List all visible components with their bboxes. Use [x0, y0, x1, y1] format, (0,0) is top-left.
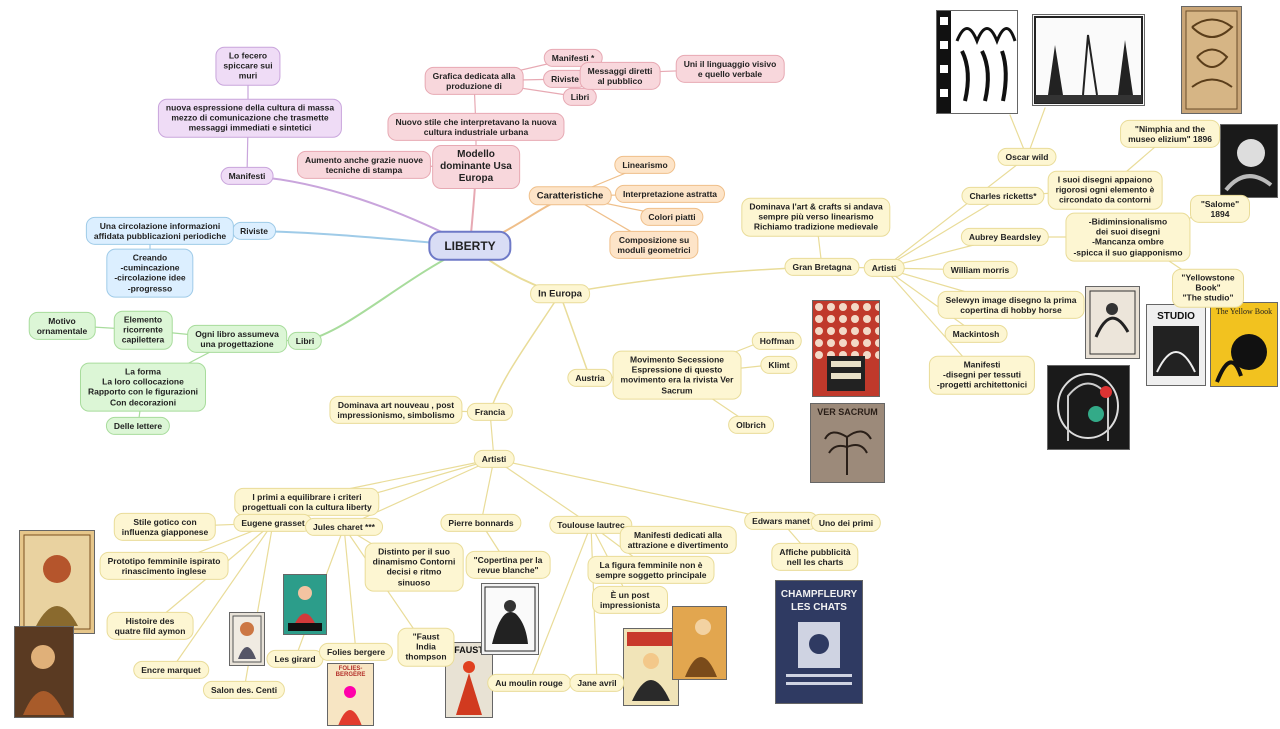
root-node[interactable]: LIBERTY	[428, 230, 512, 262]
lautrec-avril[interactable]: Jane avril	[569, 673, 625, 693]
austria-olbrich[interactable]: Olbrich	[728, 415, 774, 435]
modello-grafica[interactable]: Grafica dedicata alla produzione di	[424, 66, 524, 96]
gran-bretagna-desc[interactable]: Dominava l'art & crafts si andava sempre…	[741, 197, 891, 237]
yellow-book-title: The Yellow Book	[1215, 307, 1273, 316]
lautrec-dedicati[interactable]: Manifesti dedicati alla attrazione e div…	[619, 525, 737, 555]
gb-beardsley[interactable]: Aubrey Beardsley	[960, 227, 1050, 247]
lautrec-post[interactable]: È un post impressionista	[592, 585, 668, 615]
les-chats-poster: CHAMPFLEURY LES CHATS	[775, 580, 863, 704]
manifesti-node[interactable]: Manifesti	[220, 166, 274, 186]
folies-title: FOLIES-BERGÈRE	[335, 666, 366, 678]
revue-blanche-poster	[481, 583, 539, 655]
francia-artisti-node[interactable]: Artisti	[473, 449, 515, 469]
francia-bonnards[interactable]: Pierre bonnards	[440, 513, 522, 533]
gb-beardsley-desc[interactable]: -Bidiminsionalismo dei suoi disegni -Man…	[1065, 212, 1191, 262]
gb-nimphia[interactable]: "Nimphia and the museo elizium" 1896	[1120, 119, 1220, 149]
francia-manet[interactable]: Edwars manet	[744, 511, 818, 531]
hoffman-artwork	[812, 300, 880, 397]
modello-messaggi[interactable]: Messaggi diretti al pubblico	[579, 61, 661, 91]
manifesti-desc[interactable]: nuova espressione della cultura di massa…	[157, 98, 343, 138]
austria-klimt[interactable]: Klimt	[760, 355, 798, 375]
libri-motivo[interactable]: Motivo ornamentale	[28, 311, 96, 341]
francia-charet[interactable]: Jules charet ***	[305, 517, 383, 537]
gb-artisti-node[interactable]: Artisti	[863, 258, 905, 278]
modello-node[interactable]: Modello dominante Usa Europa	[432, 145, 520, 189]
francia-lautrec[interactable]: Toulouse lautrec	[549, 515, 633, 535]
charet-distinto[interactable]: Distinto per il suo dinamismo Contorni d…	[364, 542, 464, 592]
libri-elemento[interactable]: Elemento ricorrente capilettera	[113, 310, 173, 350]
gb-yellowstone[interactable]: "Yellowstone Book" "The studio"	[1172, 268, 1244, 308]
modello-nuovo-stile[interactable]: Nuovo stile che interpretavano la nuova …	[387, 112, 565, 142]
caratteristiche-colori[interactable]: Colori piatti	[640, 207, 704, 227]
faust-title: FAUST	[454, 645, 484, 655]
lautrec-moulin[interactable]: Au moulin rouge	[487, 673, 571, 693]
beardsley-peacock-artwork	[936, 10, 1018, 114]
manet-affiche[interactable]: Affiche pubblicità nell les charts	[771, 542, 859, 572]
the-studio-cover: STUDIO	[1146, 304, 1206, 386]
charet-faust[interactable]: "Faust India thompson	[397, 627, 455, 667]
gb-ricketts[interactable]: Charles ricketts*	[961, 186, 1045, 206]
studio-title: STUDIO	[1157, 311, 1195, 322]
manet-uno[interactable]: Uno dei primi	[810, 513, 882, 533]
bonnards-copertina[interactable]: "Copertina per la revue blanche"	[465, 550, 551, 580]
girard-poster	[229, 612, 265, 666]
grasset-poster-2	[14, 626, 74, 718]
francia-primi[interactable]: I primi a equilibrare i criteri progettu…	[234, 487, 380, 517]
francia-desc[interactable]: Dominava art nouveau , post impressionis…	[329, 395, 463, 425]
jane-avril-poster	[672, 606, 727, 680]
europa-node[interactable]: In Europa	[530, 284, 590, 304]
caratteristiche-node[interactable]: Caratteristiche	[528, 186, 612, 206]
gb-salome[interactable]: "Salome" 1894	[1190, 194, 1250, 224]
mackintosh-artwork	[1047, 365, 1130, 450]
modello-libri[interactable]: Libri	[562, 87, 598, 107]
francia-grasset[interactable]: Eugene grasset	[233, 513, 313, 533]
caratteristiche-astratta[interactable]: Interpretazione astratta	[615, 184, 725, 204]
charet-poster	[283, 574, 327, 635]
ver-sacrum-cover: VER SACRUM	[810, 403, 885, 483]
moulin-rouge-poster	[623, 628, 679, 706]
riviste-desc[interactable]: Una circolazione informazioni affidata p…	[85, 216, 235, 246]
riviste-creando[interactable]: Creando -cumincazione -circolazione idee…	[106, 248, 194, 298]
riviste-node[interactable]: Riviste	[232, 221, 276, 241]
modello-linguaggio[interactable]: Uni il linguaggio visivo e quello verbal…	[675, 54, 785, 84]
gran-bretagna-node[interactable]: Gran Bretagna	[784, 257, 860, 277]
manifesti-note[interactable]: Lo fecero spiccare sui muri	[215, 46, 281, 86]
hobby-horse-artwork	[1085, 286, 1140, 359]
austria-node[interactable]: Austria	[567, 368, 613, 388]
grasset-salon[interactable]: Salon des. Centi	[202, 680, 286, 700]
beardsley-figures-artwork	[1032, 14, 1145, 106]
les-chats-title: CHAMPFLEURY LES CHATS	[780, 589, 858, 613]
francia-node[interactable]: Francia	[466, 402, 514, 422]
modello-aumento[interactable]: Aumento anche grazie nuove tecniche di s…	[296, 150, 432, 180]
libri-lettere[interactable]: Delle lettere	[105, 416, 171, 436]
gb-mackintosh[interactable]: Mackintosh	[944, 324, 1008, 344]
gb-selewyn[interactable]: Selewyn image disegno la prima copertina…	[937, 290, 1085, 320]
libri-node[interactable]: Libri	[287, 331, 323, 351]
gb-mackintosh-desc[interactable]: Manifesti -disegni per tessuti -progetti…	[928, 355, 1036, 395]
charet-girard[interactable]: Les girard	[266, 649, 324, 669]
grasset-prototipo[interactable]: Prototipo femminile ispirato rinasciment…	[99, 551, 229, 581]
lautrec-figura[interactable]: La figura femminile non è sempre soggett…	[587, 555, 715, 585]
grasset-gotico[interactable]: Stile gotico con influenza giapponese	[113, 512, 217, 542]
yellow-book-cover: The Yellow Book	[1210, 302, 1278, 387]
austria-hoffman[interactable]: Hoffman	[751, 331, 803, 351]
libri-progettazione[interactable]: Ogni libro assumeva una progettazione	[187, 324, 287, 354]
caratteristiche-linearismo[interactable]: Linearismo	[614, 155, 676, 175]
salome-artwork	[1220, 124, 1278, 198]
austria-desc[interactable]: Movimento Secessione Espressione di ques…	[612, 350, 742, 400]
gb-ricketts-desc[interactable]: I suoi disegni appaiono rigorosi ogni el…	[1047, 170, 1163, 210]
grasset-encre[interactable]: Encre marquet	[133, 660, 209, 680]
caratteristiche-composizione[interactable]: Composizione su moduli geometrici	[609, 230, 699, 260]
ricketts-nimphia-artwork	[1181, 6, 1242, 114]
ver-sacrum-title: VER SACRUM	[817, 407, 878, 417]
grasset-histoire[interactable]: Histoire des quatre fild aymon	[106, 611, 194, 641]
libri-forma[interactable]: La forma La loro collocazione Rapporto c…	[79, 362, 207, 412]
folies-bergere-poster: FOLIES-BERGÈRE	[327, 663, 374, 726]
gb-morris[interactable]: William morris	[942, 260, 1018, 280]
gb-oscar-wild[interactable]: Oscar wild	[997, 147, 1057, 167]
charet-folies[interactable]: Folies bergere	[318, 642, 394, 662]
grasset-poster-1	[19, 530, 95, 634]
